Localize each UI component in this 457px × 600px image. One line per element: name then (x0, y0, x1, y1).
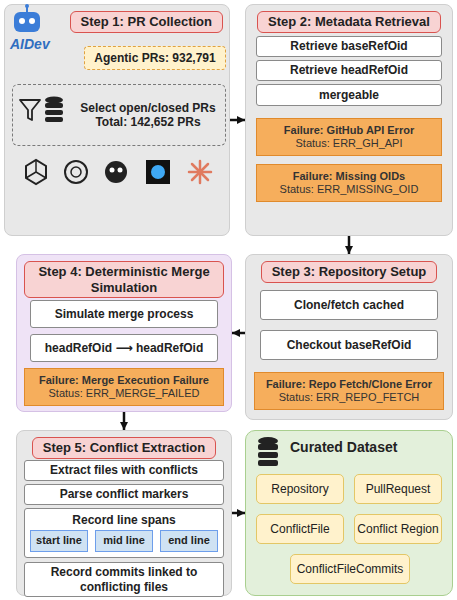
box-text: Retrieve baseRefOid (290, 39, 407, 53)
flow-arrow (232, 512, 245, 515)
failure-box: Failure: GitHub API ErrorStatus: ERR_GH_… (256, 118, 442, 156)
box-text: Status: ERR_MERGE_FAILED (49, 387, 200, 400)
box-text: start line (36, 534, 82, 547)
process-box: Clone/fetch cached (260, 290, 438, 320)
process-box: headRefOid ⟶ headRefOid (30, 334, 218, 362)
span-box: mid line (95, 530, 153, 552)
process-box: Record line spans start line mid line end l… (24, 508, 224, 558)
entity-box: ConflictFile (256, 514, 344, 544)
process-box: mergeable (256, 84, 442, 106)
box-text: Select open/closed PRs Total: 142,652 PR… (71, 101, 225, 130)
box-text: Failure: GitHub API Error (284, 124, 414, 137)
flow-arrow (232, 332, 245, 335)
box-text: ConflictFile (270, 522, 329, 536)
panel-heading: Step 5: Conflict Extraction (32, 437, 217, 459)
flow-arrow (348, 236, 351, 254)
box-text: Failure: Missing OIDs (293, 170, 405, 183)
box-text: Simulate merge process (55, 307, 194, 321)
box-text: PullRequest (366, 482, 431, 496)
span-box: start line (30, 530, 88, 552)
process-box: Record commits linked to conflicting fil… (24, 562, 224, 597)
panel-heading: Step 3: Repository Setup (261, 261, 438, 283)
box-text: Repository (271, 482, 328, 496)
box-text: Agentic PRs: 932,791 (94, 51, 215, 65)
panel-heading: Step 1: PR Collection (70, 11, 223, 33)
step-panel: Step 2: Metadata RetrievalRetrieve baseR… (245, 4, 453, 236)
database-icon (258, 437, 278, 466)
step-panel: Step 3: Repository SetupClone/fetch cach… (245, 254, 453, 420)
step-panel: Step 4: Deterministic Merge SimulationSi… (16, 254, 232, 412)
flow-arrow (123, 412, 126, 430)
box-text: mid line (103, 534, 145, 547)
process-box: Parse conflict markers (24, 484, 224, 505)
entity-box: PullRequest (354, 474, 442, 504)
box-text: Status: ERR_MISSING_OID (280, 183, 419, 196)
box-text: Conflict Region (357, 522, 438, 536)
process-box: Simulate merge process (30, 300, 218, 328)
agent-logos (26, 160, 211, 184)
entity-box: Conflict Region (354, 514, 442, 544)
failure-box: Failure: Merge Execution FailureStatus: … (24, 368, 224, 406)
flow-arrow (230, 119, 245, 122)
filter-box: Select open/closed PRs Total: 142,652 PR… (12, 84, 226, 146)
logo-text: AIDev (10, 36, 50, 52)
box-text: Failure: Repo Fetch/Clone Error (266, 378, 432, 391)
panel-heading: Step 4: Deterministic Merge Simulation (24, 261, 224, 298)
entity-box: ConflictFileCommits (290, 554, 410, 584)
step-panel: Step 5: Conflict ExtractionExtract files… (16, 430, 232, 596)
span-box: end line (160, 530, 218, 552)
process-box: Checkout baseRefOid (260, 330, 438, 360)
panel-heading: Record line spans (72, 513, 175, 527)
panel-heading: Curated Dataset (290, 439, 397, 456)
failure-box: Failure: Repo Fetch/Clone ErrorStatus: E… (254, 372, 444, 410)
box-text: ConflictFileCommits (297, 562, 404, 576)
box-text: Retrieve headRefOid (290, 63, 408, 77)
failure-box: Failure: Missing OIDsStatus: ERR_MISSING… (256, 164, 442, 202)
entity-box: Repository (256, 474, 344, 504)
box-text: Clone/fetch cached (294, 298, 404, 312)
box-text: Checkout baseRefOid (287, 338, 412, 352)
box-text: Failure: Merge Execution Failure (39, 374, 209, 387)
box-text: headRefOid ⟶ headRefOid (45, 341, 204, 355)
dataset-panel: Curated DatasetRepository PullRequestConf… (245, 430, 453, 596)
process-box: Retrieve baseRefOid (256, 36, 442, 57)
process-box: Retrieve headRefOid (256, 60, 442, 81)
box-text: Record commits linked to conflicting fil… (25, 565, 223, 594)
filter-icon (20, 100, 40, 120)
process-box: Extract files with conflicts (24, 460, 224, 481)
box-text: end line (168, 534, 210, 547)
box-text: Status: ERR_REPO_FETCH (279, 391, 420, 404)
panel-heading: Step 2: Metadata Retrieval (257, 11, 441, 33)
robot-icon (14, 4, 40, 32)
box-text: Status: ERR_GH_API (296, 137, 403, 150)
box-text: Extract files with conflicts (50, 463, 198, 477)
database-icon (45, 97, 63, 123)
box-text: mergeable (319, 88, 379, 102)
count-box: Agentic PRs: 932,791 (84, 46, 226, 70)
box-text: Parse conflict markers (60, 487, 189, 501)
